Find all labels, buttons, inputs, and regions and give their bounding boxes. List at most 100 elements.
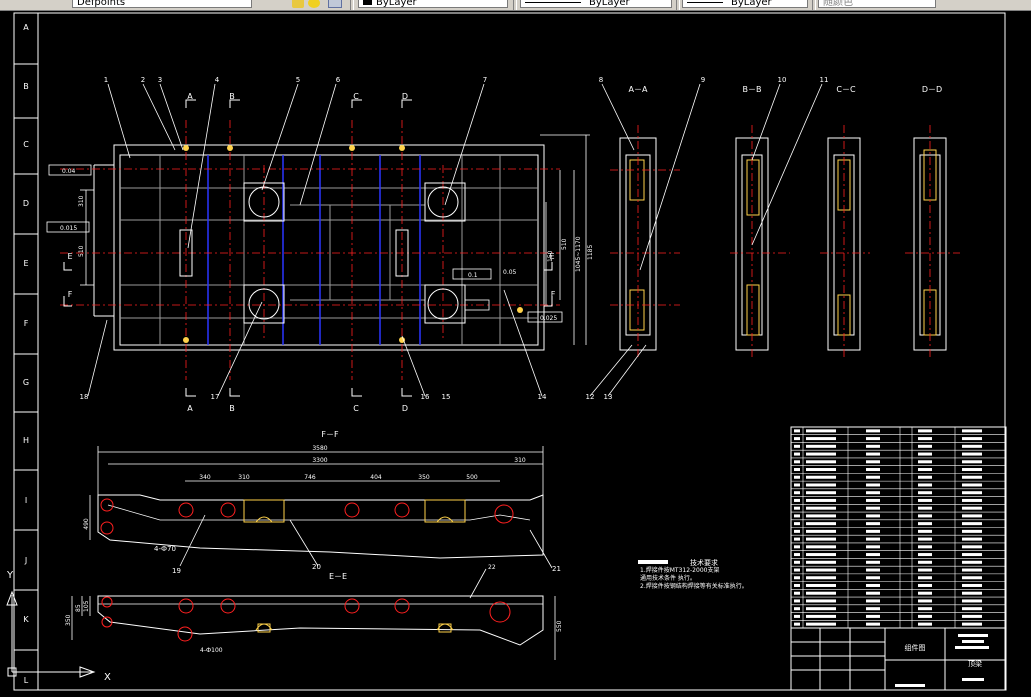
parts-list-cell-text — [866, 607, 880, 611]
parts-list-cell-text — [918, 553, 932, 557]
parts-list-item-number — [794, 614, 800, 618]
parts-list-cell-text — [866, 599, 880, 603]
parts-list-item-number — [794, 599, 800, 603]
balloon-12: 12 — [586, 393, 595, 401]
parts-list-item-number — [794, 483, 800, 487]
dim-350-ee: 350 — [65, 614, 72, 626]
parts-list-cell-text — [806, 607, 836, 611]
dim-1185: 1185 — [587, 245, 594, 260]
parts-list-cell-text — [918, 568, 932, 572]
dim-404: 404 — [370, 474, 382, 481]
parts-list-cell-text — [962, 483, 982, 487]
section-title-a-a: A－A — [629, 85, 648, 94]
parts-list-cell-text — [962, 522, 982, 526]
hole-note-4-70: 4-Ф70 — [154, 545, 176, 553]
parts-list-cell-text — [962, 545, 982, 549]
parts-list-cell-text — [962, 498, 982, 502]
tol-0-04: 0.04 — [62, 168, 76, 175]
parts-list-cell-text — [962, 622, 982, 626]
parts-list-cell-text — [962, 460, 982, 464]
dim-1045-1170: 1045~1170 — [575, 236, 582, 272]
parts-list-cell-text — [806, 437, 836, 441]
elevation-f-f[interactable]: F－F 3580 3300 310 340 310 746 404 350 50… — [83, 430, 561, 575]
parts-list-cell-text — [918, 591, 932, 595]
balloon-22: 22 — [488, 564, 496, 571]
parts-list-cell-text — [918, 522, 932, 526]
drawing-canvas[interactable]: A B C D E F G H I J K L — [0, 11, 1031, 693]
parts-list-cell-text — [806, 537, 836, 541]
parts-list-cell-text — [866, 444, 880, 448]
lineweight-control-value: ByLayer — [731, 0, 772, 8]
balloon-6: 6 — [336, 76, 341, 84]
parts-list-cell-text — [806, 491, 836, 495]
section-mark-b-bottom: B — [229, 404, 235, 413]
parts-list-cell-text — [806, 483, 836, 487]
dim-310: 310 — [78, 195, 85, 207]
parts-list-cell-text — [962, 514, 982, 518]
linetype-control-value: ByLayer — [589, 0, 630, 8]
parts-list-cell-text — [866, 614, 880, 618]
balloon-17: 17 — [211, 393, 220, 401]
parts-list-cell-text — [866, 460, 880, 464]
title-drawing-name: 组件图 — [905, 643, 926, 652]
elevation-e-e[interactable]: E－E 350 85 105 550 4-Ф100 22 — [65, 564, 563, 660]
parts-list-cell-text — [806, 545, 836, 549]
row-label-l: L — [24, 676, 29, 685]
section-mark-c-top: C — [353, 92, 359, 101]
parts-list-cell-text — [866, 553, 880, 557]
plotstyle-control-dropdown[interactable]: 随颜色 — [818, 0, 936, 8]
parts-list-cell-text — [806, 560, 836, 564]
layer-stack-icon[interactable] — [328, 0, 342, 8]
parts-list-cell-text — [866, 529, 880, 533]
balloon-7: 7 — [483, 76, 487, 84]
parts-list-cell-text — [962, 568, 982, 572]
named-style-dropdown[interactable]: Defpoints — [72, 0, 252, 8]
dim-500: 500 — [466, 474, 478, 481]
parts-list-cell-text — [866, 468, 880, 472]
balloon-20: 20 — [312, 563, 321, 571]
ucs-y-label: Y — [6, 570, 14, 581]
parts-list-cell-text — [918, 560, 932, 564]
parts-list-cell-text — [918, 607, 932, 611]
section-mark-a-bottom: A — [187, 404, 193, 413]
dim-746: 746 — [304, 474, 316, 481]
parts-list-cell-text — [962, 506, 982, 510]
parts-list-cell-text — [918, 583, 932, 587]
parts-list-cell-text — [918, 614, 932, 618]
parts-list-item-number — [794, 576, 800, 580]
section-views[interactable]: A－A B－B C－C D－D — [586, 76, 960, 401]
section-mark-e-left: E — [67, 252, 72, 261]
balloon-15: 15 — [442, 393, 451, 401]
linetype-control-dropdown[interactable]: ByLayer — [520, 0, 672, 8]
parts-list-cell-text — [962, 437, 982, 441]
row-label-g: G — [23, 378, 29, 387]
row-label-d: D — [23, 199, 29, 208]
row-labels: A B C D E F G H I J K L — [14, 23, 38, 685]
dim-3300: 3300 — [312, 457, 327, 464]
parts-list-cell-text — [918, 483, 932, 487]
parts-list-cell-text — [866, 583, 880, 587]
color-control-dropdown[interactable]: ByLayer — [358, 0, 508, 8]
layer-light-icon[interactable] — [308, 0, 320, 8]
parts-list-cell-text — [918, 599, 932, 603]
parts-list-cell-text — [962, 607, 982, 611]
balloon-2: 2 — [141, 76, 145, 84]
balloon-14: 14 — [538, 393, 547, 401]
parts-list-cell-text — [918, 545, 932, 549]
dim-490: 490 — [83, 518, 90, 530]
balloon-3: 3 — [158, 76, 162, 84]
parts-list-cell-text — [962, 560, 982, 564]
title-block — [790, 627, 1007, 691]
parts-list-item-number — [794, 568, 800, 572]
lineweight-control-dropdown[interactable]: ByLayer — [682, 0, 808, 8]
parts-list-item-number — [794, 475, 800, 479]
tol-0-05: 0.05 — [503, 269, 517, 276]
section-title-b-b: B－B — [743, 85, 762, 94]
layer-states-icon[interactable] — [292, 0, 304, 8]
dim-350: 350 — [418, 474, 430, 481]
plan-view[interactable]: 310 510 150 510 1045~1170 1185 0.04 0.01… — [46, 76, 594, 413]
parts-list-cell-text — [962, 576, 982, 580]
balloon-4: 4 — [215, 76, 220, 84]
parts-list-cell-text — [866, 568, 880, 572]
balloon-13: 13 — [604, 393, 613, 401]
